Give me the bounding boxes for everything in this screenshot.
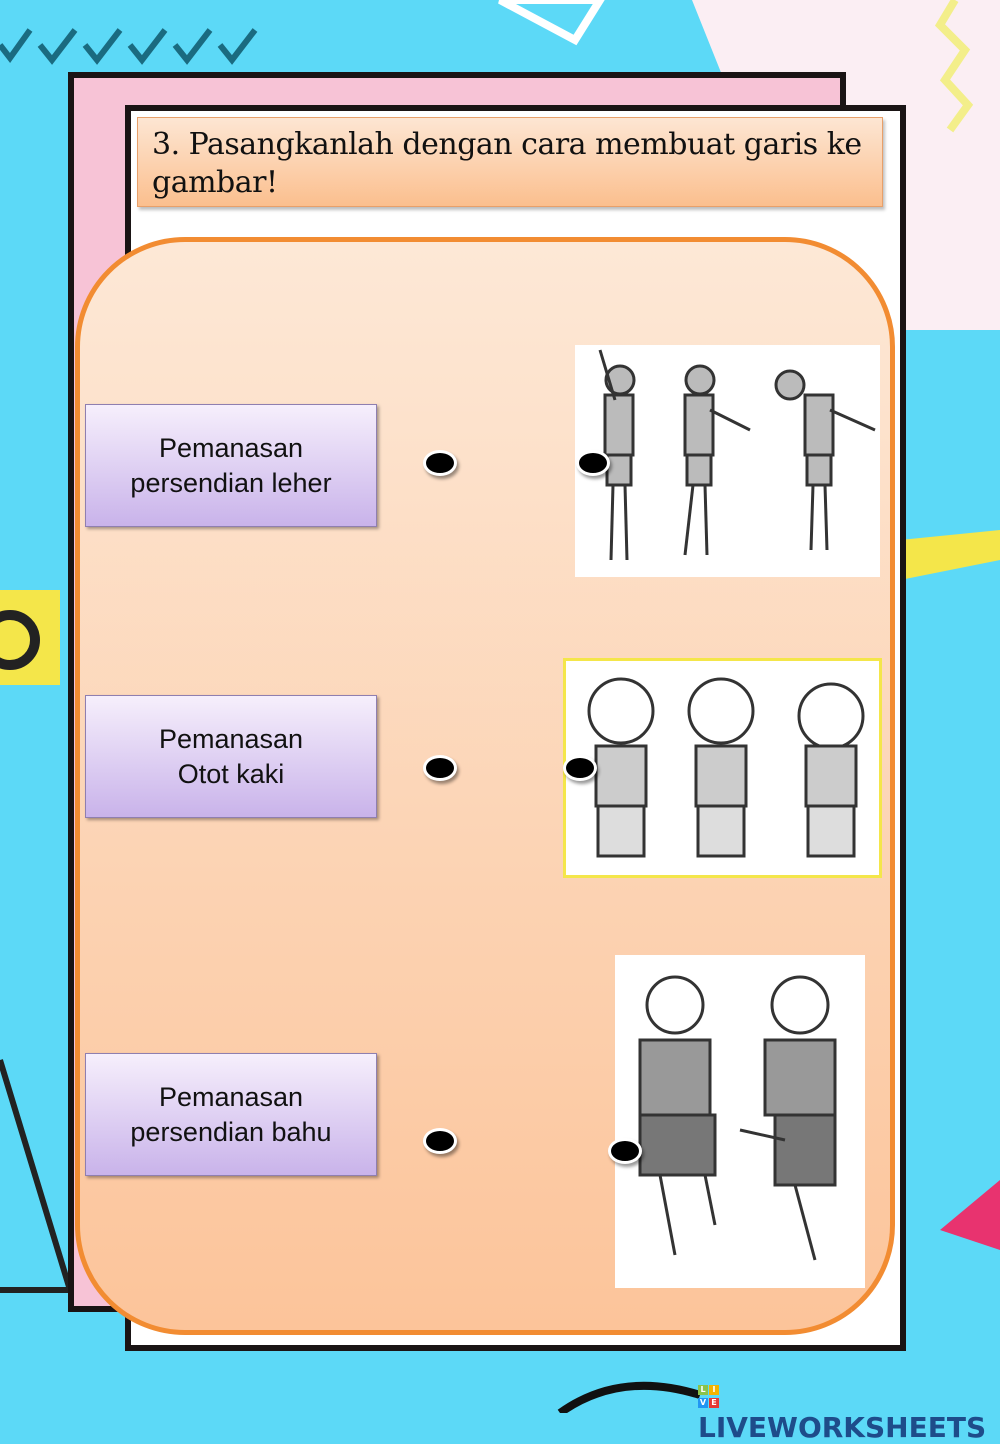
white-triangle [498,0,605,46]
match-dot-left-3[interactable] [423,1128,457,1154]
match-dot-right-2[interactable] [563,755,597,781]
image-neck-stretch [563,658,882,878]
zigzag-decoration [0,28,258,65]
match-dot-left-2[interactable] [423,755,457,781]
image-shoulder-stretch [575,345,880,577]
black-triangle-lines [0,1059,75,1293]
image-leg-stretch [615,955,865,1288]
yellow-zigzag [934,0,974,133]
match-dot-right-3[interactable] [608,1138,642,1164]
question-title: 3. Pasangkanlah dengan cara membuat gari… [137,117,883,207]
match-dot-left-1[interactable] [423,450,457,476]
logo-text: LIVEWORKSHEETS [698,1411,987,1444]
pink-triangle [940,1180,1000,1250]
match-dot-right-1[interactable] [576,450,610,476]
circle-decoration [0,610,40,670]
yellow-stripe [900,530,1000,580]
background-decorations [0,0,1000,1413]
black-arc [557,1381,702,1413]
